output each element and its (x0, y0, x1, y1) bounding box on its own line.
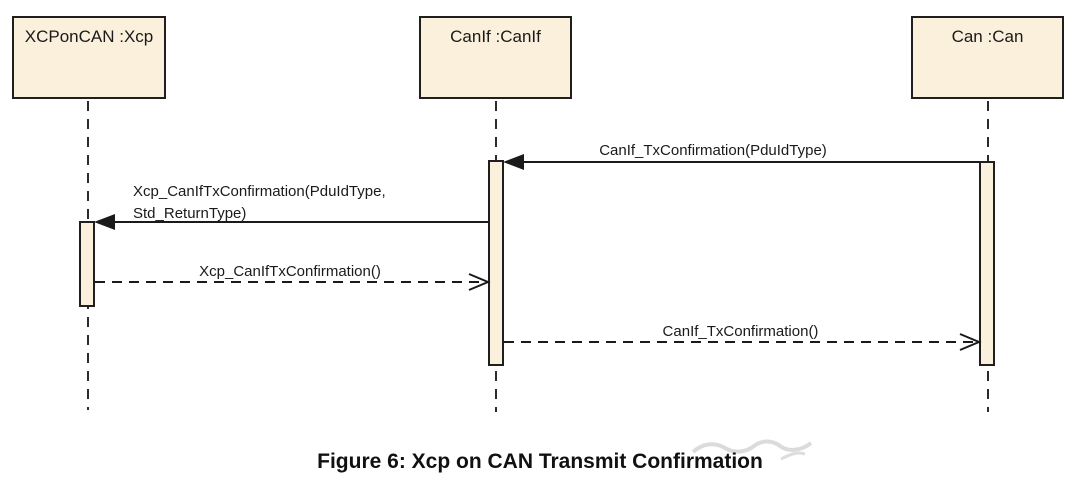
actor-box-canif: CanIf :CanIf (419, 16, 572, 99)
actor-label-canif: CanIf :CanIf (450, 27, 541, 46)
message-label-line1: Xcp_CanIfTxConfirmation(PduIdType, (133, 183, 386, 200)
message-arrowhead-2 (94, 214, 115, 230)
actor-label-xcp: XCPonCAN :Xcp (24, 27, 154, 46)
message-label-xcp-canif-txconfirmation-return: Xcp_CanIfTxConfirmation() (199, 263, 381, 280)
watermark-artifact (691, 439, 813, 461)
message-label-canif-txconfirmation-call: CanIf_TxConfirmation(PduIdType) (599, 142, 827, 159)
message-arrowhead-4 (959, 333, 982, 351)
message-arrowhead-3 (468, 273, 491, 291)
actor-box-xcp: XCPonCAN :Xcp (12, 16, 166, 99)
activation-bar-can (979, 161, 995, 366)
message-label-xcp-canif-txconfirmation-call: Xcp_CanIfTxConfirmation(PduIdType, Std_R… (133, 181, 386, 225)
activation-bar-xcp (79, 221, 95, 307)
actor-box-can: Can :Can (911, 16, 1064, 99)
message-arrowhead-1 (503, 154, 524, 170)
actor-label-can: Can :Can (951, 27, 1024, 46)
figure-caption: Figure 6: Xcp on CAN Transmit Confirmati… (317, 450, 763, 473)
activation-bar-canif (488, 160, 504, 366)
message-label-canif-txconfirmation-return: CanIf_TxConfirmation() (662, 323, 819, 340)
message-label-line2: Std_ReturnType) (133, 205, 247, 222)
